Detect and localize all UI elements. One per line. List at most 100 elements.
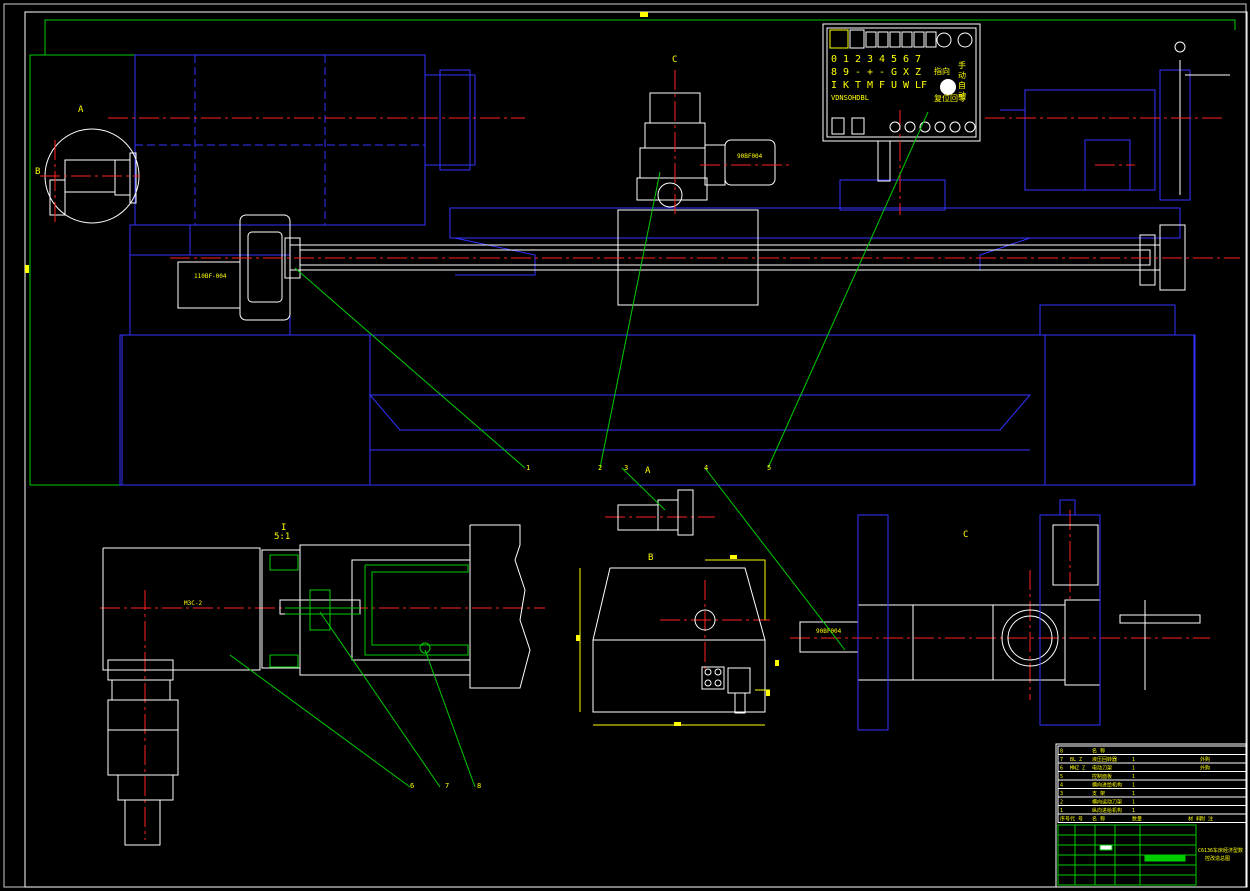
label-detail-c: C <box>963 530 968 540</box>
title-block-cell: 1 <box>1132 757 1135 763</box>
label-c-marker: C <box>672 55 677 65</box>
panel-key: 3 <box>867 54 873 65</box>
panel-key: 5 <box>891 54 897 65</box>
panel-key: G <box>891 67 897 78</box>
panel-key: 0 <box>831 54 837 65</box>
title-block-cell: 纵向进给机构 <box>1092 807 1122 814</box>
title-block-cell: 1 <box>1132 808 1135 814</box>
svg-text:2: 2 <box>598 464 602 472</box>
label-detail-a: A <box>645 466 651 476</box>
panel-key: 2 <box>855 54 861 65</box>
svg-text:复位: 复位 <box>934 93 950 103</box>
svg-text:指向: 指向 <box>934 66 950 76</box>
motor-main-label: 110BF-004 <box>194 273 227 280</box>
title-block-cell: 6 <box>1060 766 1063 772</box>
title-block-cell: BL Z <box>1070 757 1082 763</box>
panel-key: X <box>903 67 909 78</box>
title-block-cell: 3 <box>1060 791 1063 797</box>
svg-text:动: 动 <box>958 90 966 100</box>
panel-key: 8 <box>831 67 837 78</box>
panel-key: M <box>867 80 873 91</box>
svg-text:3: 3 <box>624 464 628 472</box>
svg-text:手: 手 <box>958 60 966 70</box>
svg-text:7: 7 <box>445 782 449 790</box>
title-block-cell: 材 料 <box>1188 816 1201 823</box>
detail-b-view <box>592 567 766 714</box>
title-block-cell: 支 架 <box>1092 790 1105 797</box>
svg-text:8: 8 <box>477 782 481 790</box>
panel-key: T <box>855 80 861 91</box>
title-block-cell: 名 称 <box>1092 748 1105 755</box>
svg-text:6: 6 <box>410 782 414 790</box>
panel-key: 6 <box>903 54 909 65</box>
panel-row4: VDNSOHDBL <box>831 94 869 102</box>
motor-c-label: 90BF004 <box>816 628 842 635</box>
title-block-cell: 1 <box>1132 774 1135 780</box>
title-block-cell: 1 <box>1132 791 1135 797</box>
title-block-cell: 1 <box>1132 783 1135 789</box>
leader-lines <box>229 111 929 788</box>
motor-top-label: 90BF004 <box>737 153 763 160</box>
panel-key: K <box>843 80 849 91</box>
svg-text:1: 1 <box>526 464 530 472</box>
title-block-cell: 电动刀架 <box>1092 765 1112 772</box>
panel-key: F <box>879 80 885 91</box>
panel-key: + <box>867 67 873 78</box>
title-block-cell: 横向运动刀架 <box>1092 799 1122 806</box>
detail-b-markers <box>576 555 779 726</box>
title-block-cell: 横向进给机构 <box>1092 782 1122 789</box>
detail-i-view <box>102 524 531 846</box>
panel-key: 1 <box>843 54 849 65</box>
svg-text:5: 5 <box>767 464 771 472</box>
label-a-marker: A <box>78 105 84 115</box>
yellow-marker-top <box>640 12 648 17</box>
detail-a-view <box>617 489 694 536</box>
title-block-cell: 7 <box>1060 757 1063 763</box>
panel-key: 4 <box>879 54 885 65</box>
title-block-cell: 液压回转器 <box>1092 756 1117 763</box>
motor-labels: 110BF-004 90BF004 90BF004 M3C-2 <box>184 153 842 635</box>
panel-key: W <box>903 80 910 91</box>
title-block-cell: 2 <box>1060 800 1063 806</box>
label-detail-scale: 5:1 <box>274 532 290 542</box>
svg-text:动: 动 <box>958 70 966 80</box>
label-detail-i: I <box>281 523 286 533</box>
title-block-cell: 名 称 <box>1092 816 1105 823</box>
panel-key: - <box>855 67 861 78</box>
title-block-cell: 附 注 <box>1200 816 1213 823</box>
yellow-marker-left <box>25 265 29 273</box>
detail-i-hatch <box>269 554 469 668</box>
svg-text:4: 4 <box>704 464 708 472</box>
inner-frame <box>24 11 1248 888</box>
title-block-cell: 外购 <box>1200 765 1210 772</box>
title-block-cell: 1 <box>1132 800 1135 806</box>
label-b-marker: B <box>35 167 40 177</box>
title-block-cell: 序号 <box>1060 816 1070 823</box>
drawing-title-1: C6136车床经济型数 <box>1198 847 1243 854</box>
title-block-cell: 8 <box>1060 749 1063 755</box>
panel-key: I <box>831 80 837 91</box>
panel-key: U <box>891 80 897 91</box>
panel-key: LF <box>915 80 927 91</box>
title-block-cell: 5 <box>1060 774 1063 780</box>
title-block-cell: 1 <box>1060 808 1063 814</box>
title-block-cell: 代 号 <box>1070 816 1083 823</box>
svg-text:回零: 回零 <box>950 94 966 103</box>
panel-key: 9 <box>843 67 849 78</box>
title-block-cell: 1 <box>1132 766 1135 772</box>
drawing-labels: A B C A B C I 5:1 <box>35 55 968 563</box>
drawing-title-2: 控改造总图 <box>1205 855 1230 862</box>
motor-detail-i-label: M3C-2 <box>184 600 202 607</box>
panel-key: Z <box>915 67 921 78</box>
panel-key: 7 <box>915 54 921 65</box>
title-block-cell: 数量 <box>1132 816 1142 823</box>
detail-c-view <box>799 524 1201 690</box>
title-block-cell: 外购 <box>1200 756 1210 763</box>
leader-numbers: 1 2 3 4 5 6 7 8 <box>410 464 771 790</box>
